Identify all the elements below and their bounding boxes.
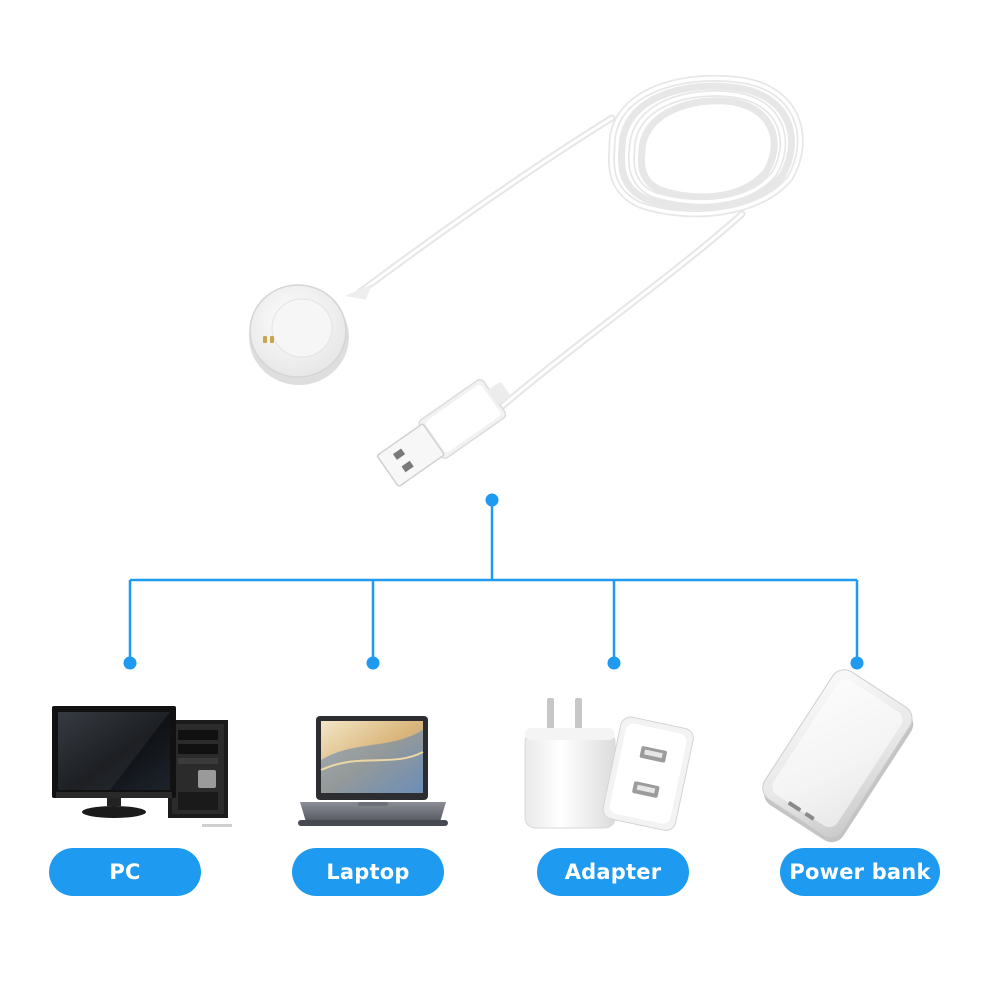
device-label-power-bank: Power bank [780, 848, 940, 896]
connector-node-power-bank [850, 656, 864, 670]
usb-wall-adapter-icon [524, 698, 694, 831]
device-label-adapter: Adapter [537, 848, 689, 896]
laptop-icon [298, 716, 448, 826]
desktop-pc-icon [52, 706, 232, 827]
connector-node-adapter [607, 656, 621, 670]
connector-node-source [485, 493, 499, 507]
round-magnetic-charger-icon [249, 284, 372, 385]
device-label-pc: PC [49, 848, 201, 896]
connector-node-pc [123, 656, 137, 670]
power-bank-icon [762, 669, 914, 843]
usb-a-plug-icon [376, 379, 510, 487]
white-usb-charging-cable-icon [356, 74, 804, 412]
device-label-laptop: Laptop [292, 848, 444, 896]
connector-tree [128, 500, 859, 663]
connector-node-laptop [366, 656, 380, 670]
